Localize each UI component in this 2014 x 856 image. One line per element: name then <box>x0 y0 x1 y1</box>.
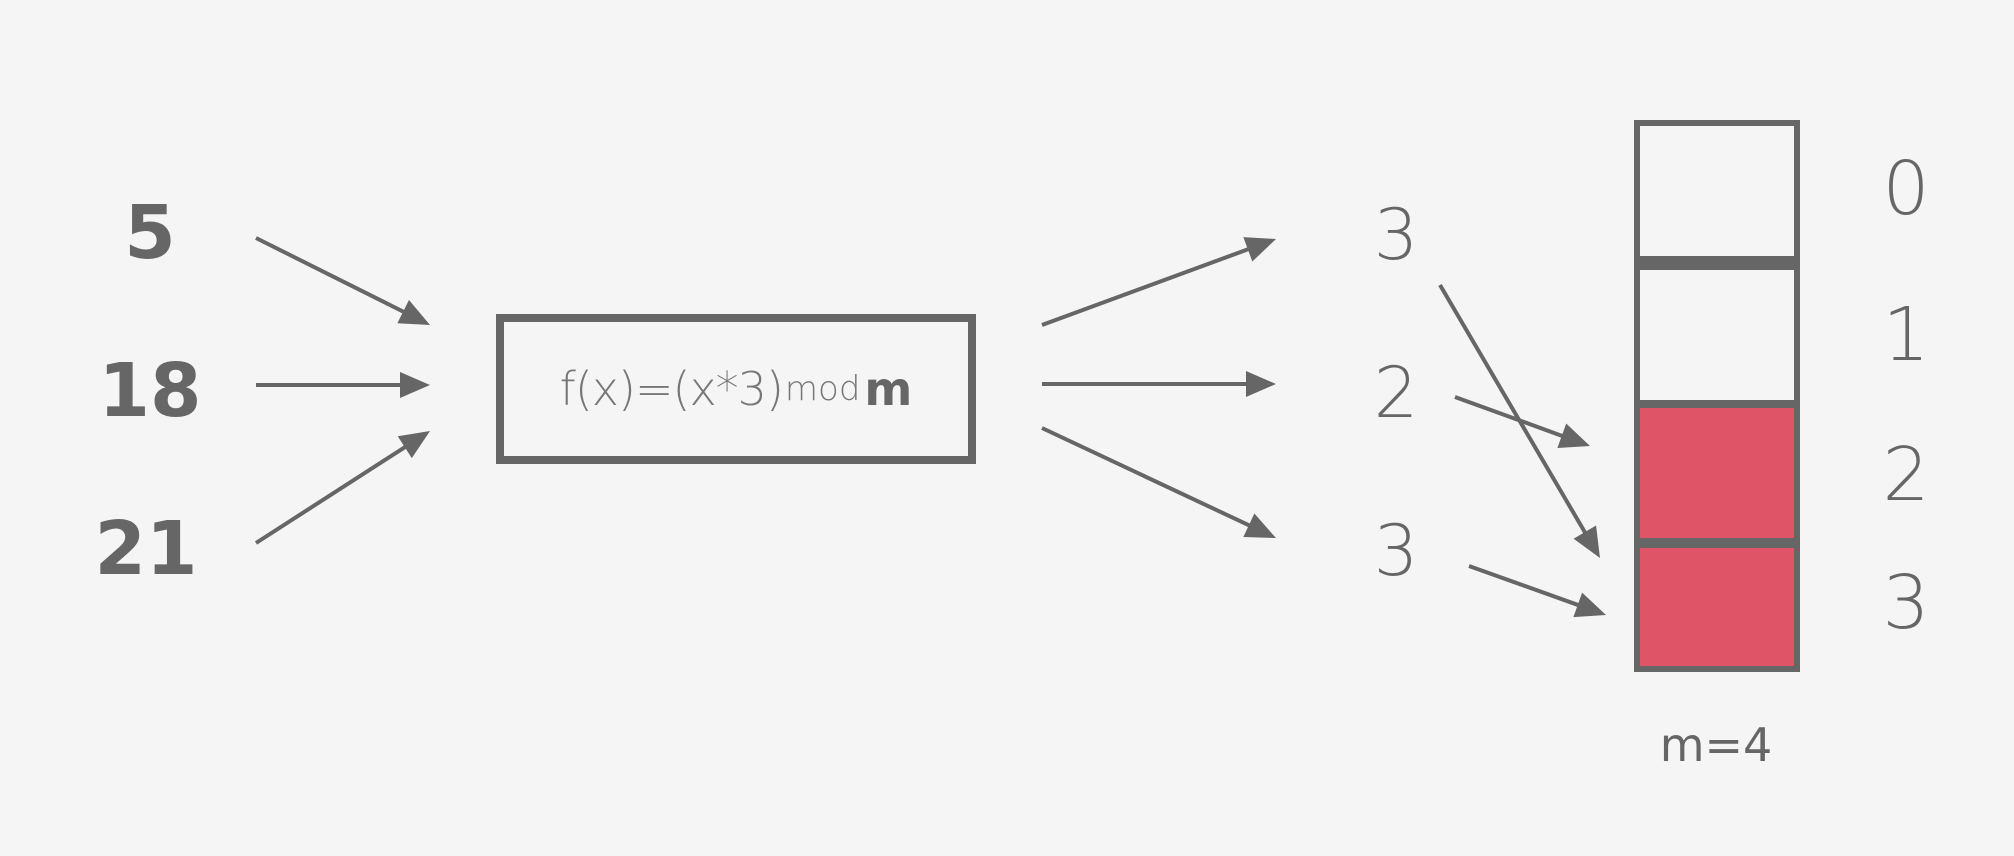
arrow-input-21 <box>254 431 430 545</box>
input-key-5: 5 <box>124 190 176 276</box>
arrow-to-slot-2-shaft <box>1454 395 1565 439</box>
arrow-output-1-shaft <box>1041 246 1251 327</box>
arrow-output-1 <box>1041 237 1276 327</box>
hash-table-slot-3 <box>1640 548 1794 666</box>
input-key-21: 21 <box>94 506 198 592</box>
arrow-output-2-head <box>1246 371 1276 397</box>
arrow-input-21-shaft <box>254 444 408 545</box>
hash-function-expression: f(x)=(x*3) <box>559 362 784 416</box>
arrow-input-5-shaft <box>255 236 406 315</box>
arrow-to-slot-3-a-shaft <box>1438 283 1588 535</box>
arrow-to-slot-3-b <box>1468 564 1606 618</box>
arrow-output-1-head <box>1243 237 1276 262</box>
hash-function-m: m <box>864 362 913 416</box>
hash-function-box: f(x)=(x*3) mod m <box>496 314 976 464</box>
arrow-output-3 <box>1041 426 1276 538</box>
arrow-output-3-shaft <box>1041 426 1252 528</box>
arrow-to-slot-2 <box>1454 395 1590 448</box>
arrow-input-5 <box>255 236 430 325</box>
hash-output-2: 2 <box>1373 352 1419 434</box>
arrow-output-3-head <box>1243 513 1276 538</box>
arrow-output-2 <box>1042 371 1276 397</box>
arrow-to-slot-3-a-head <box>1573 525 1600 558</box>
hash-table-slot-0 <box>1640 126 1794 256</box>
arrow-to-slot-3-b-shaft <box>1468 564 1581 608</box>
hash-table-slot-1 <box>1640 270 1794 400</box>
arrow-to-slot-2-head <box>1557 423 1590 448</box>
arrow-input-18-head <box>400 372 430 398</box>
arrow-input-5-head <box>397 299 430 325</box>
hash-output-1: 3 <box>1373 194 1419 276</box>
table-index-2: 2 <box>1882 432 1930 518</box>
table-index-1: 1 <box>1882 292 1930 378</box>
arrow-input-21-head <box>397 431 430 459</box>
arrow-to-slot-3-a <box>1438 283 1600 558</box>
table-index-3: 3 <box>1882 560 1930 646</box>
arrow-to-slot-3-b-head <box>1573 592 1606 618</box>
table-index-0: 0 <box>1882 146 1930 232</box>
hash-function-mod: mod <box>784 369 861 409</box>
hash-table-slot-2 <box>1640 408 1794 538</box>
arrow-input-18 <box>256 372 430 398</box>
table-size-label: m=4 <box>1659 718 1773 772</box>
input-key-18: 18 <box>98 348 202 434</box>
hash-output-3: 3 <box>1373 510 1419 592</box>
